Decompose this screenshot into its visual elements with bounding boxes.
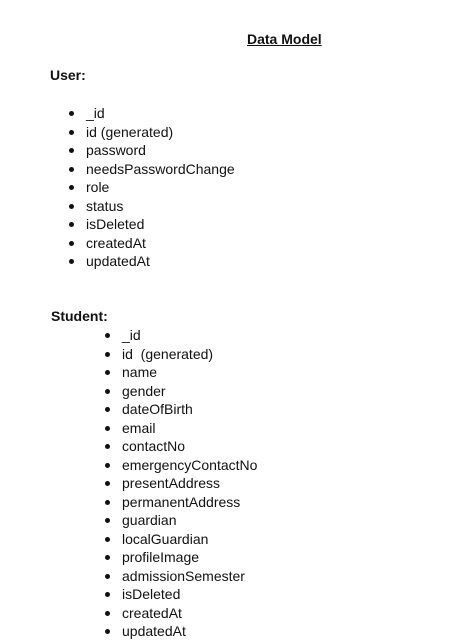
bullet-icon [105,333,110,338]
field-name: presentAddress [122,475,221,491]
field-name: role [86,179,110,195]
bullet-icon [69,222,74,227]
field-name: createdAt [86,234,146,251]
bullet-icon [105,425,110,431]
list-item: contactNo [105,437,257,456]
list-item: id (generated) [69,123,235,142]
user-heading: User: [50,67,86,83]
field-name: isDeleted [86,216,145,232]
list-item: isDeleted [69,215,235,234]
list-item: email [105,419,257,438]
bullet-icon [105,351,110,357]
list-item: isDeleted [105,585,257,604]
list-item: name [105,363,257,382]
bullet-icon [105,610,110,616]
bullet-icon [105,555,110,560]
field-name: needsPasswordChange [86,160,235,177]
bullet-icon [69,240,74,246]
bullet-icon [105,462,110,468]
field-name: updatedAt [86,253,150,269]
list-item: emergencyContactNo [105,456,257,475]
bullet-icon [69,111,74,116]
bullet-icon [105,573,110,579]
list-item: password [69,141,235,160]
field-name: localGuardian [122,530,209,547]
field-name: contactNo [122,438,186,454]
bullet-icon [105,536,110,542]
bullet-icon [105,629,110,634]
list-item: presentAddress [105,474,257,493]
bullet-icon [105,444,110,449]
field-name: permanentAddress [122,493,241,510]
field-name: profileImage [122,549,200,565]
bullet-icon [69,203,74,209]
bullet-icon [69,166,74,172]
field-name: isDeleted [122,586,181,602]
list-item: localGuardian [105,530,257,549]
bullet-icon [105,518,110,523]
list-item: status [69,197,235,216]
bullet-icon [105,592,110,597]
list-item: createdAt [105,604,257,623]
field-name: updatedAt [122,623,186,639]
bullet-icon [105,407,110,412]
list-item: guardian [105,511,257,530]
bullet-icon [69,129,74,135]
field-name: emergencyContactNo [122,456,258,473]
list-item: admissionSemester [105,567,257,586]
student-heading: Student: [51,308,108,324]
student-field-list: _id id (generated) name gender dateOfBir… [105,326,257,641]
bullet-icon [105,499,110,505]
field-name: status [86,197,124,214]
list-item: id (generated) [105,345,257,364]
bullet-icon [105,370,110,375]
list-item: permanentAddress [105,493,257,512]
field-name: id (generated) [86,123,174,140]
user-field-list: _id id (generated) password needsPasswor… [69,104,235,271]
field-name: _id [86,105,105,121]
bullet-icon [105,481,110,486]
list-item: role [69,178,235,197]
field-name: name [122,364,158,380]
list-item: _id [105,326,257,345]
list-item: updatedAt [105,622,257,641]
list-item: gender [105,382,257,401]
bullet-icon [69,148,74,153]
field-name: _id [122,327,141,343]
page-title: Data Model [247,31,322,47]
field-name: dateOfBirth [122,401,193,417]
field-name: guardian [122,512,177,528]
bullet-icon [69,259,74,264]
list-item: updatedAt [69,252,235,271]
list-item: _id [69,104,235,123]
list-item: profileImage [105,548,257,567]
list-item: createdAt [69,234,235,253]
field-name: createdAt [122,604,182,621]
bullet-icon [69,185,74,190]
field-name: password [86,142,146,158]
list-item: needsPasswordChange [69,160,235,179]
list-item: dateOfBirth [105,400,257,419]
bullet-icon [105,388,110,394]
field-name: email [122,419,156,436]
field-name: id (generated) [122,345,214,362]
field-name: admissionSemester [122,567,245,584]
field-name: gender [122,382,166,399]
